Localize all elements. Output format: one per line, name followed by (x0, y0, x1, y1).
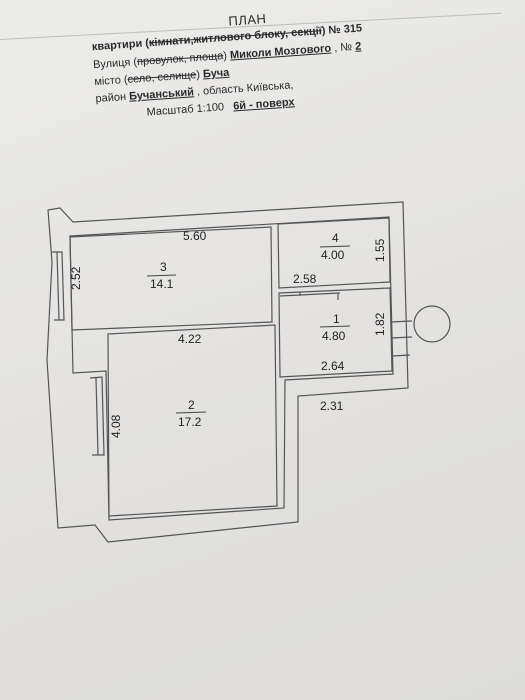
dim-corridor-width: 2.31 (320, 399, 344, 413)
room-number-2: 2 (188, 398, 195, 412)
room-number-3: 3 (160, 260, 167, 274)
room-number-4: 4 (332, 231, 339, 245)
dim-room1-depth: 1.82 (373, 312, 387, 336)
room-3-outline (69, 226, 273, 331)
room-4-outline (277, 217, 391, 289)
door-room1 (279, 292, 341, 297)
dim-room2-depth: 4.08 (109, 414, 123, 438)
room-area-4: 4.00 (321, 248, 345, 262)
room-label-2: 2 17.2 (175, 398, 207, 429)
room-label-1: 1 4.80 (319, 312, 351, 343)
room-label-3: 3 14.1 (146, 260, 177, 291)
riser-circle (413, 305, 451, 343)
window-left-lower (89, 376, 105, 456)
dim-room4-width: 2.58 (293, 272, 317, 286)
room-1-outline (278, 287, 393, 378)
dim-room3-width: 5.60 (183, 229, 207, 243)
room-2-outline (107, 324, 278, 517)
dim-room3-depth: 2.52 (69, 266, 83, 290)
room-number-1: 1 (333, 312, 340, 326)
room-label-4: 4 4.00 (319, 231, 351, 262)
inner-wall (69, 216, 394, 521)
window-left-upper (52, 251, 65, 321)
room-area-1: 4.80 (322, 329, 346, 343)
room-area-3: 14.1 (150, 277, 174, 291)
dim-room4-depth: 1.55 (373, 238, 387, 262)
outer-wall (46, 201, 409, 543)
dim-room2-width: 4.22 (178, 332, 202, 346)
room-area-2: 17.2 (178, 415, 202, 429)
entrance-lines (389, 320, 413, 357)
dim-room1-width: 2.64 (321, 359, 345, 373)
